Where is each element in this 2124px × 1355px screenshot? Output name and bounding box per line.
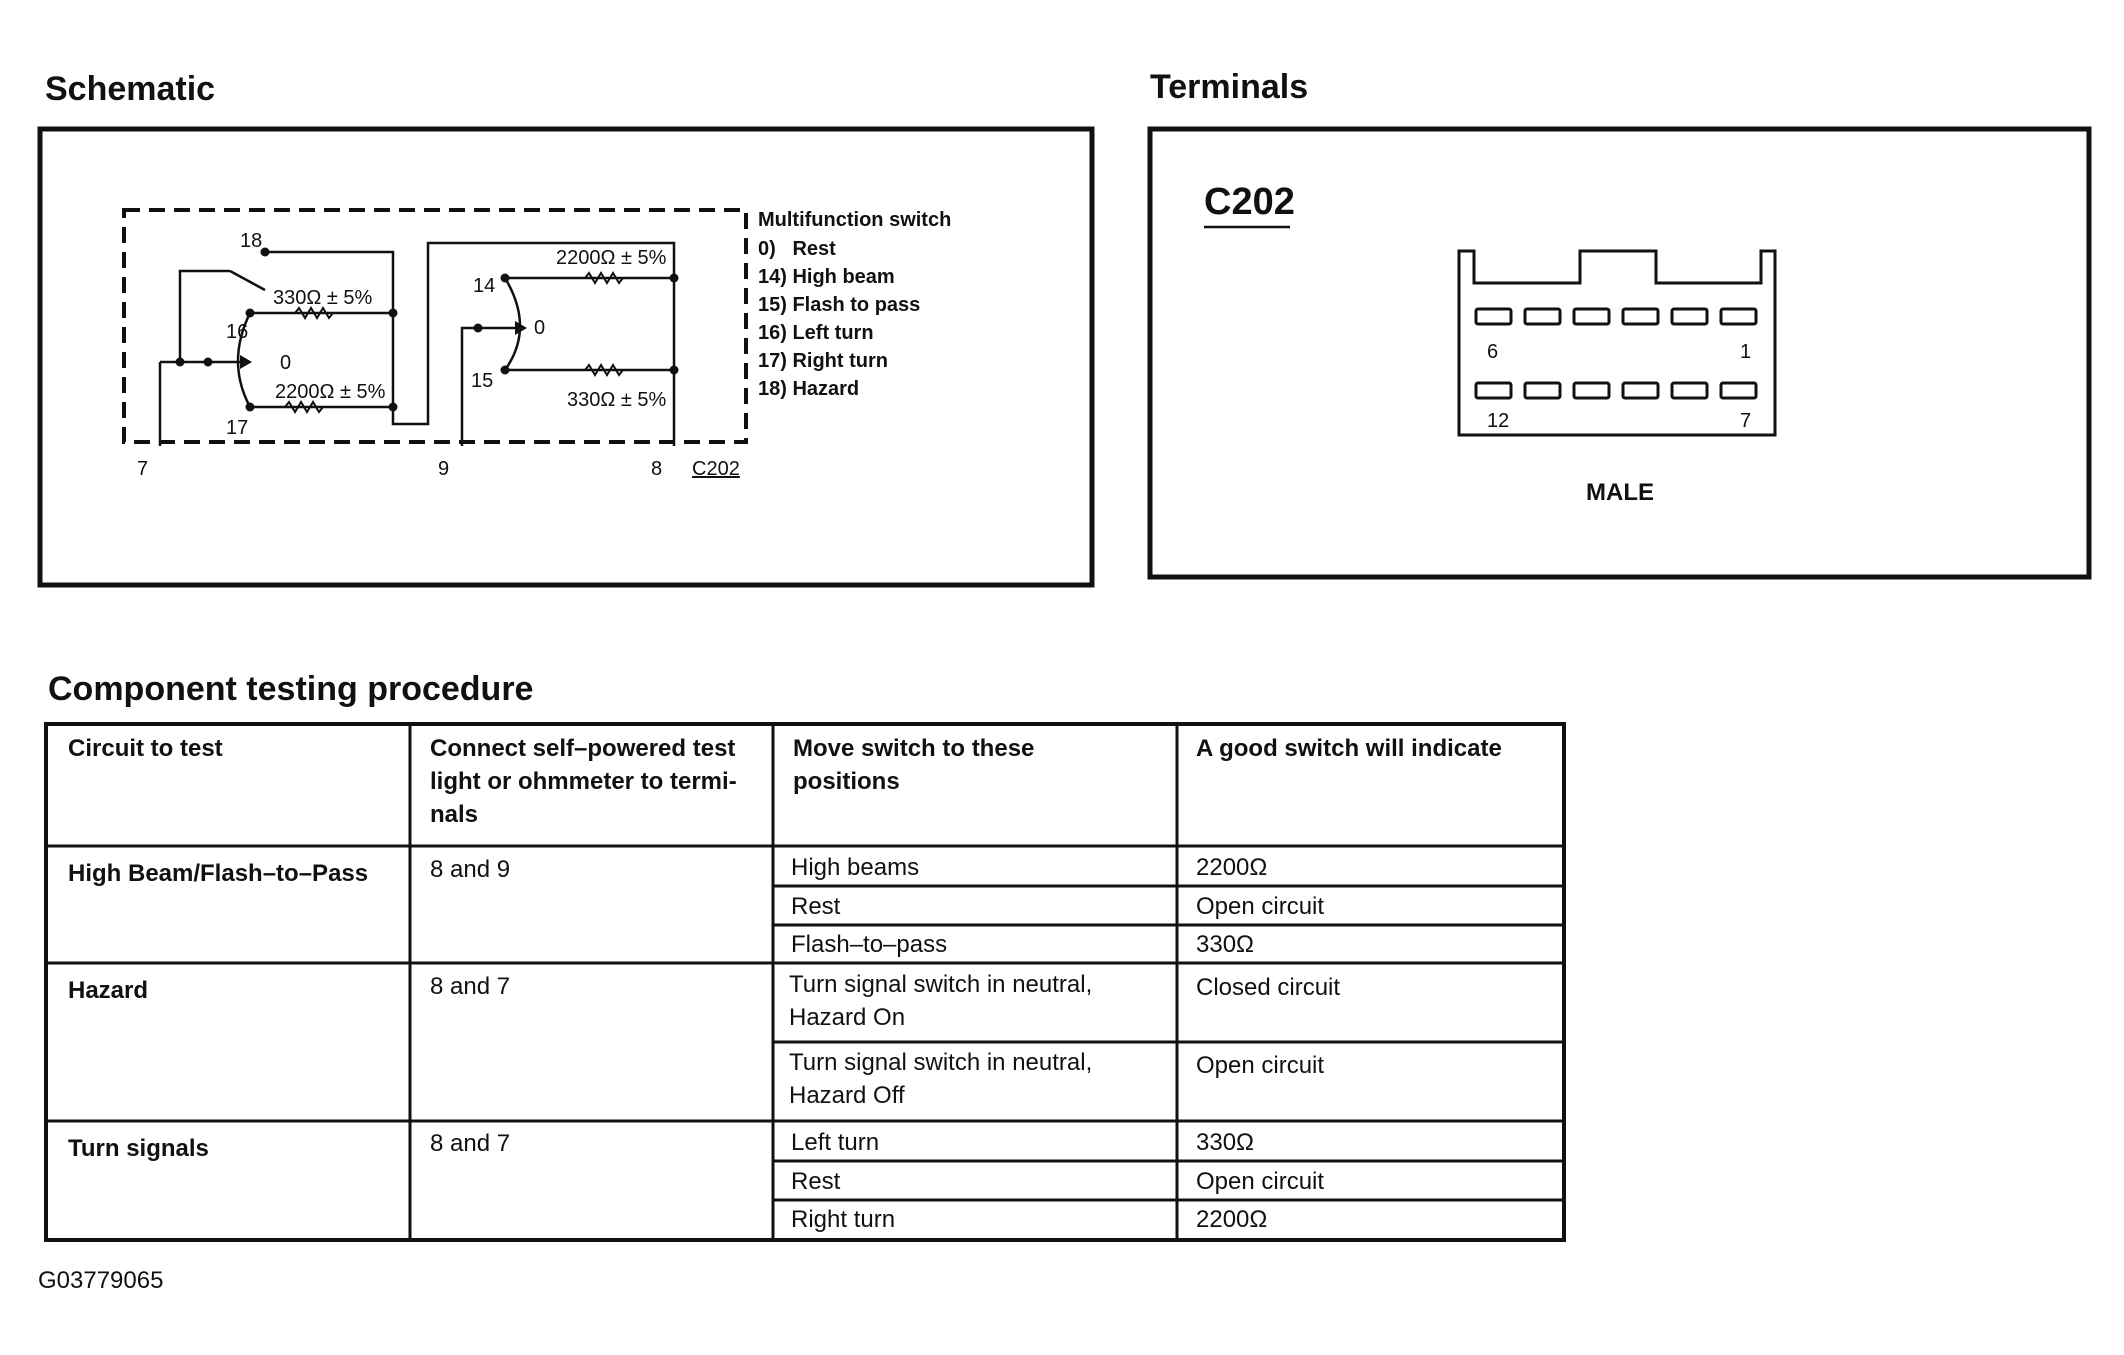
position-line: Hazard Off — [789, 1082, 905, 1109]
header-positions-line: Move switch to these — [793, 735, 1035, 762]
position-cell: Turn signal switch in neutral, Hazard Of… — [789, 1046, 1092, 1112]
result-cell: Open circuit — [1196, 1168, 1325, 1195]
terminals-cell: 8 and 7 — [430, 973, 511, 1000]
circuit-cell: Hazard — [68, 977, 149, 1004]
position-cell: Left turn — [791, 1129, 880, 1156]
pin-7-label: 7 — [1740, 410, 1751, 432]
terminals-cell: 8 and 7 — [430, 1130, 511, 1157]
resistor-2200-left-label: 2200Ω ± 5% — [275, 381, 386, 403]
connector-id: C202 — [1204, 181, 1295, 223]
schematic-diagram: 18 16 17 0 330Ω ± 5% 2200Ω ± 5% 14 15 0 … — [37, 126, 1095, 588]
header-positions: Move switch to these positions — [793, 732, 1034, 798]
schematic-frame — [37, 126, 1095, 588]
pin-16-label: 16 — [226, 321, 248, 343]
legend-item: 16) Left turn — [758, 322, 874, 344]
pin-12-label: 12 — [1487, 410, 1509, 432]
legend-item: 14) High beam — [758, 266, 895, 288]
position-cell: Right turn — [791, 1206, 896, 1233]
header-circuit: Circuit to test — [68, 735, 223, 762]
header-terminals-line: Connect self–powered test — [430, 735, 736, 762]
position-cell: Turn signal switch in neutral, Hazard On — [789, 968, 1092, 1034]
legend-title: Multifunction switch — [758, 209, 951, 231]
position-cell: Flash–to–pass — [791, 931, 948, 958]
terminals-cell: 8 and 9 — [430, 856, 511, 883]
pin-18-label: 18 — [240, 230, 262, 252]
position-0-right-label: 0 — [534, 317, 545, 339]
connector-label: C202 — [692, 458, 740, 480]
pin-14-label: 14 — [473, 275, 495, 297]
position-0-left-label: 0 — [280, 352, 291, 374]
legend-item: 15) Flash to pass — [758, 294, 920, 316]
resistor-2200-right-label: 2200Ω ± 5% — [556, 247, 667, 269]
terminal-7-label: 7 — [137, 458, 148, 480]
resistor-330-right-label: 330Ω ± 5% — [567, 389, 667, 411]
pin-15-label: 15 — [471, 370, 493, 392]
result-cell: 330Ω — [1196, 1129, 1254, 1156]
header-terminals-line: nals — [430, 801, 479, 828]
circuit-cell: High Beam/Flash–to–Pass — [68, 860, 369, 887]
position-line: Turn signal switch in neutral, — [789, 1049, 1093, 1076]
pin-6-label: 6 — [1487, 341, 1498, 363]
position-cell: Rest — [791, 893, 841, 920]
legend-item: 17) Right turn — [758, 350, 888, 372]
terminal-8-label: 8 — [651, 458, 662, 480]
gender-label: MALE — [1586, 479, 1654, 506]
position-line: Turn signal switch in neutral, — [789, 971, 1093, 998]
switch-boundary — [122, 208, 748, 444]
header-result: A good switch will indicate — [1196, 735, 1502, 762]
result-cell: 2200Ω — [1196, 854, 1268, 881]
figure-id: G03779065 — [38, 1267, 164, 1294]
circuit-cell: Turn signals — [68, 1135, 209, 1162]
position-cell: Rest — [791, 1168, 841, 1195]
result-cell: Closed circuit — [1196, 974, 1341, 1001]
result-cell: 2200Ω — [1196, 1206, 1268, 1233]
terminals-frame — [1147, 126, 2092, 580]
result-cell: Open circuit — [1196, 1052, 1325, 1079]
result-cell: Open circuit — [1196, 893, 1325, 920]
header-positions-line: positions — [793, 768, 900, 795]
procedure-heading: Component testing procedure — [48, 670, 534, 708]
resistor-330-left-label: 330Ω ± 5% — [273, 287, 373, 309]
legend-item: 0) Rest — [758, 238, 836, 260]
connector-housing — [1457, 249, 1777, 437]
schematic-heading: Schematic — [45, 70, 216, 108]
position-line: Hazard On — [789, 1004, 906, 1031]
terminals-heading: Terminals — [1150, 68, 1309, 106]
terminal-9-label: 9 — [438, 458, 449, 480]
terminal-diagram: C202 6 1 12 7 MALE — [1147, 126, 2092, 580]
pin-1-label: 1 — [1740, 341, 1751, 363]
legend-item: 18) Hazard — [758, 378, 859, 400]
pin-17-label: 17 — [226, 417, 248, 439]
result-cell: 330Ω — [1196, 931, 1254, 958]
position-cell: High beams — [791, 854, 920, 881]
header-terminals-line: light or ohmmeter to termi- — [430, 768, 737, 795]
header-terminals: Connect self–powered test light or ohmme… — [430, 732, 737, 831]
procedure-table-grid — [44, 722, 1566, 1242]
